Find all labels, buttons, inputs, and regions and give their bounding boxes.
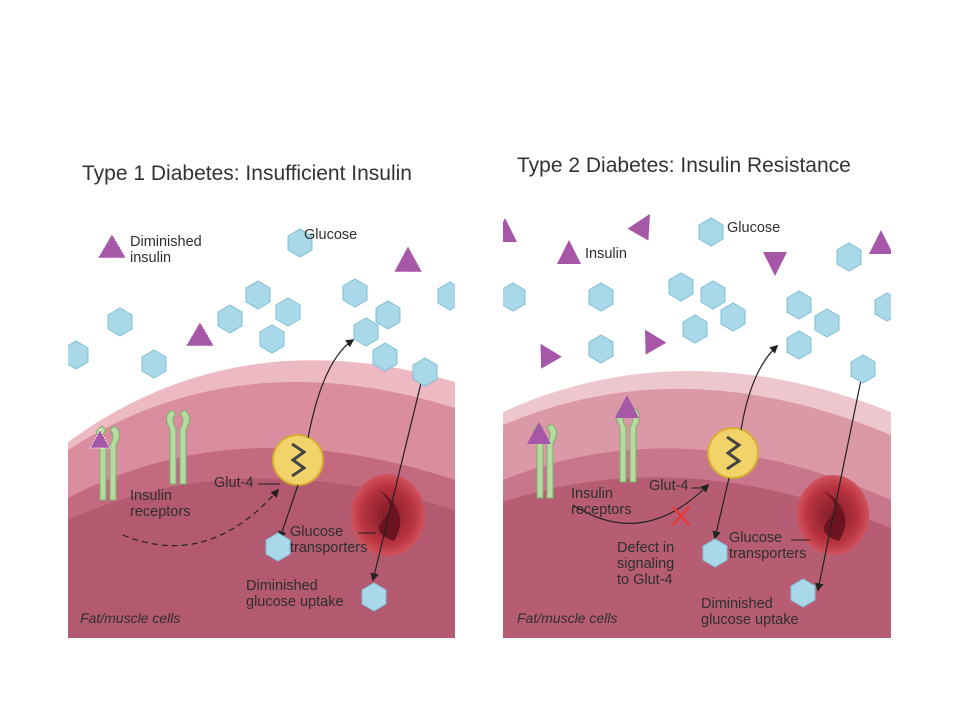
label-line: Glucose — [729, 530, 783, 546]
glucose-transporters-label: Glucose transporters — [290, 524, 367, 556]
insulin-receptor — [166, 409, 190, 485]
glucose-uptake-arrow — [307, 339, 355, 439]
glut4-label: Glut-4 — [214, 475, 254, 491]
type2-illustration — [503, 213, 891, 638]
label-line: glucose uptake — [701, 612, 799, 628]
defect-signaling-label: Defect in signaling to Glut-4 — [617, 540, 674, 588]
glucose-label: Glucose — [727, 220, 781, 236]
blocked-signal-x-icon — [672, 506, 690, 526]
type1-illustration — [68, 228, 455, 638]
label-line: Insulin — [130, 488, 172, 504]
label-line: Diminished — [246, 578, 318, 594]
label-line: Diminished — [130, 234, 202, 250]
insulin-molecule — [89, 428, 111, 449]
glut4-transporter — [272, 434, 324, 486]
label-line: receptors — [571, 502, 632, 518]
label-line: Glucose — [290, 524, 344, 540]
insulin-receptors-label: Insulin receptors — [130, 488, 190, 520]
diminished-uptake-label: Diminished glucose uptake — [246, 578, 344, 610]
signal-arrow — [572, 483, 710, 524]
diminished-uptake-label: Diminished glucose uptake — [701, 596, 799, 628]
cell-type-label: Fat/muscle cells — [517, 610, 618, 626]
insulin-molecule — [527, 422, 551, 444]
glucose-uptake-arrow — [740, 344, 779, 431]
insulin-molecules — [503, 213, 891, 369]
cell-type-label: Fat/muscle cells — [80, 610, 181, 626]
label-line: Defect in — [617, 540, 675, 556]
panel-title: Type 2 Diabetes: Insulin Resistance — [517, 154, 851, 177]
label-line: glucose uptake — [246, 594, 344, 610]
signal-arrow — [122, 488, 280, 547]
label-line: transporters — [290, 540, 368, 556]
label-line: to Glut-4 — [617, 572, 673, 588]
label-line: insulin — [130, 250, 172, 266]
diminished-insulin-label: Diminished insulin — [130, 234, 202, 266]
label-line: Diminished — [701, 596, 773, 612]
glut4-transporter — [707, 427, 759, 479]
insulin-molecule — [615, 395, 639, 418]
label-line: Insulin — [571, 486, 613, 502]
type2-diagram-panel: Type 2 Diabetes: Insulin Resistance Insu… — [503, 150, 891, 638]
glut4-label: Glut-4 — [649, 478, 689, 494]
glucose-uptake-arrow — [370, 374, 424, 582]
glucose-transporters-label: Glucose transporters — [729, 530, 806, 562]
glucose-uptake-arrow — [815, 379, 862, 592]
insulin-label: Insulin — [585, 246, 627, 262]
type1-diagram-panel: Type 1 Diabetes: Insufficient Insulin Di… — [68, 150, 455, 638]
label-line: receptors — [130, 504, 191, 520]
glucose-entry-arrow — [712, 477, 730, 540]
insulin-receptors-label: Insulin receptors — [571, 486, 631, 518]
glucose-molecules — [68, 228, 455, 612]
glucose-entry-arrow — [278, 484, 299, 540]
insulin-molecules — [97, 233, 423, 347]
label-line: transporters — [729, 546, 807, 562]
glucose-label: Glucose — [304, 227, 358, 243]
label-line: signaling — [617, 556, 675, 572]
glucose-molecules — [503, 217, 891, 608]
panel-title: Type 1 Diabetes: Insufficient Insulin — [82, 162, 412, 185]
